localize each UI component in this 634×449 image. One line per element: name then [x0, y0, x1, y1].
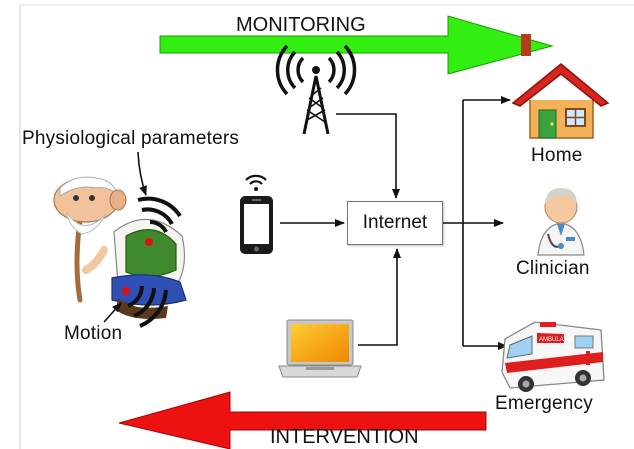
- smartphone-icon: [240, 174, 273, 254]
- monitoring-arrow: [159, 15, 554, 75]
- home-label: Home: [531, 145, 583, 166]
- body-sensor-chest: [137, 196, 182, 246]
- motion-pointer-line: [103, 302, 122, 323]
- internet-node: Internet: [347, 201, 443, 245]
- clinician-label: Clinician: [516, 258, 590, 279]
- physiological-parameters-label: Physiological parameters: [22, 128, 240, 149]
- connector-lines: [280, 96, 511, 350]
- clinician-icon: [537, 188, 585, 256]
- ambulance-decal-text: AMBULANCE: [539, 337, 576, 343]
- antenna-tower-icon: [275, 44, 357, 135]
- ambulance-icon: AMBULANCE: [501, 321, 605, 392]
- laptop-to-internet-line: [358, 248, 401, 346]
- monitoring-label: MONITORING: [236, 14, 366, 36]
- body-sensor-leg: [122, 285, 168, 328]
- intervention-arrow: [118, 391, 487, 449]
- emergency-label: Emergency: [495, 393, 593, 414]
- laptop-icon: [278, 319, 362, 378]
- motion-label: Motion: [64, 323, 123, 344]
- physiological-pointer-line: [137, 151, 147, 196]
- tower-to-internet-line: [336, 113, 400, 199]
- house-icon: [511, 34, 610, 139]
- intervention-label: INTERVENTION: [270, 426, 419, 448]
- internet-label: Internet: [362, 212, 428, 233]
- elderly-man-icon: [53, 176, 187, 319]
